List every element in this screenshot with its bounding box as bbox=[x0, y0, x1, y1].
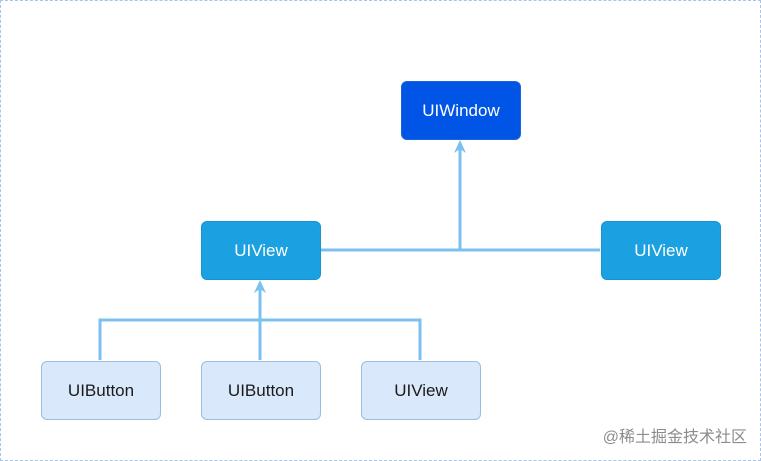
node-uiview-leaf[interactable]: UIView bbox=[361, 361, 481, 420]
arrow-to-view-left bbox=[254, 280, 266, 293]
watermark-text: @稀土掘金技术社区 bbox=[602, 429, 747, 446]
node-uiview-left[interactable]: UIView bbox=[201, 221, 321, 280]
node-uiview-right[interactable]: UIView bbox=[601, 221, 721, 280]
node-uibutton-1[interactable]: UIButton bbox=[41, 361, 161, 420]
node-uiwindow[interactable]: UIWindow bbox=[401, 81, 521, 140]
node-uibutton-2[interactable]: UIButton bbox=[201, 361, 321, 420]
edge-leaves-bus bbox=[98, 318, 422, 360]
arrow-to-window bbox=[454, 140, 466, 153]
